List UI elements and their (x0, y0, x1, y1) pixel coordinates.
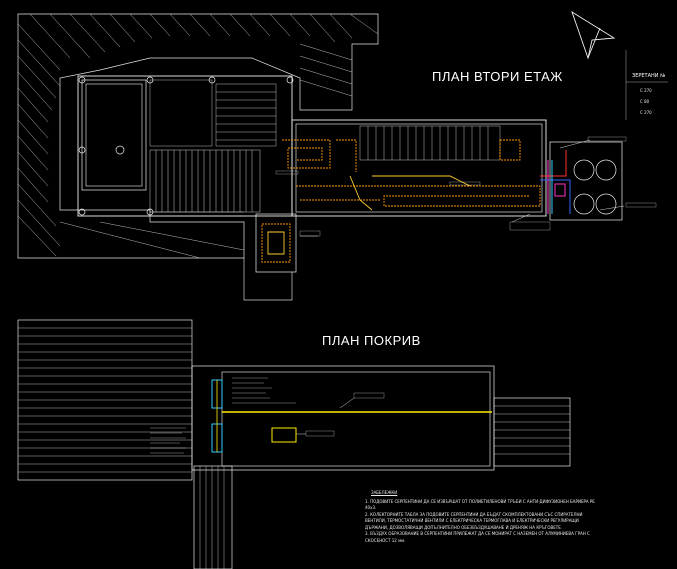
note-item: 2. КОЛЕКТОРНИТЕ ТАБЛА ЗА ПОДОВИТЕ СЕРПЕН… (365, 511, 583, 530)
roof-stripes-right (494, 405, 570, 455)
legend-item: С 80 (640, 99, 650, 104)
note-item: 3. ВЪЗДУХ ОБРАЗОВАНИЕ В СЕРПЕНТИНИ ПРИЛЕ… (365, 531, 590, 543)
roof-spec-block (150, 377, 296, 454)
legend-frame (625, 50, 668, 120)
roof-plan (17, 319, 571, 569)
heating-serpentines (261, 139, 541, 263)
floor2-plan (17, 13, 623, 301)
north-arrow-icon (571, 10, 616, 60)
patio-hatch (149, 79, 277, 147)
columns (78, 76, 294, 216)
roof-stripes-bottom (199, 466, 225, 569)
notes-block: ЗАБЕЛЕЖКИ 1. ПОДОВИТЕ СЕРПЕНТИНИ ДА СЕ И… (365, 490, 595, 544)
legend-header: ЗЕРЕТАНИ № (632, 73, 666, 79)
stair-hatch (149, 149, 261, 213)
upper-annotation-text (275, 136, 657, 237)
legend-item: С 270 (640, 110, 652, 115)
notes-header: ЗАБЕЛЕЖКИ (371, 490, 398, 495)
note-item: 1. ПОДОВИТЕ СЕРПЕНТИНИ ДА СЕ ИЗВЪРШАТ ОТ… (365, 498, 595, 511)
roof-stripes-left (18, 327, 192, 473)
roof-hatching (17, 13, 379, 259)
floor2-plan-title: ПЛАН ВТОРИ ЕТАЖ (432, 69, 563, 84)
roof-equipment (211, 379, 492, 453)
distribution-piping (540, 150, 571, 214)
legend-item: С 270 (640, 88, 652, 93)
roof-plan-title: ПЛАН ПОКРИВ (322, 333, 421, 348)
